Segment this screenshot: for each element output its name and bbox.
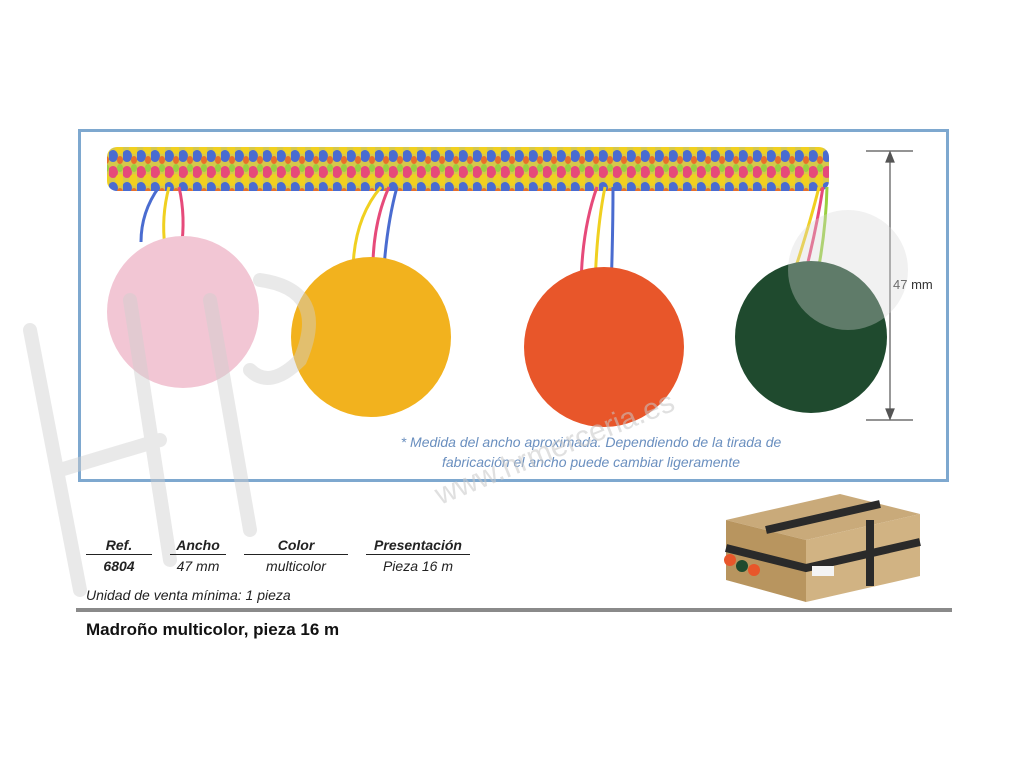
pompom-orange [524,267,684,427]
pompom-pink [107,236,259,388]
value-ref: 6804 [103,558,135,574]
pompom-green [735,261,887,413]
dimension-label: 47 mm [893,275,933,294]
value-presentacion: Pieza 16 m [382,558,454,574]
value-color: multicolor [266,558,326,574]
header-ref: Ref. [86,537,152,555]
product-image-frame: 47 mm * Medida del ancho aproximada. Dep… [78,129,949,482]
footnote-line-1: * Medida del ancho aproximada. Dependien… [400,434,782,450]
header-color: Color [244,537,348,555]
pompom-trim-illustration [107,147,913,427]
pompom-yellow [291,257,451,417]
packaging-box-image [724,494,921,602]
section-divider [76,608,952,612]
product-title: Madroño multicolor, pieza 16 m [86,620,340,639]
specs-table: Ref. Ancho Color Presentación 6804 47 mm… [86,537,470,574]
header-ancho: Ancho [170,537,226,555]
width-footnote: * Medida del ancho aproximada. Dependien… [351,432,831,472]
footnote-line-2: fabricación el ancho puede cambiar liger… [441,454,741,470]
minimum-sale-unit: Unidad de venta mínima: 1 pieza [86,587,291,603]
dimension-arrow [866,150,913,421]
braid-band [107,147,829,191]
table-row: 6804 47 mm multicolor Pieza 16 m [86,555,470,574]
header-presentacion: Presentación [366,537,470,555]
value-ancho: 47 mm [176,558,220,574]
